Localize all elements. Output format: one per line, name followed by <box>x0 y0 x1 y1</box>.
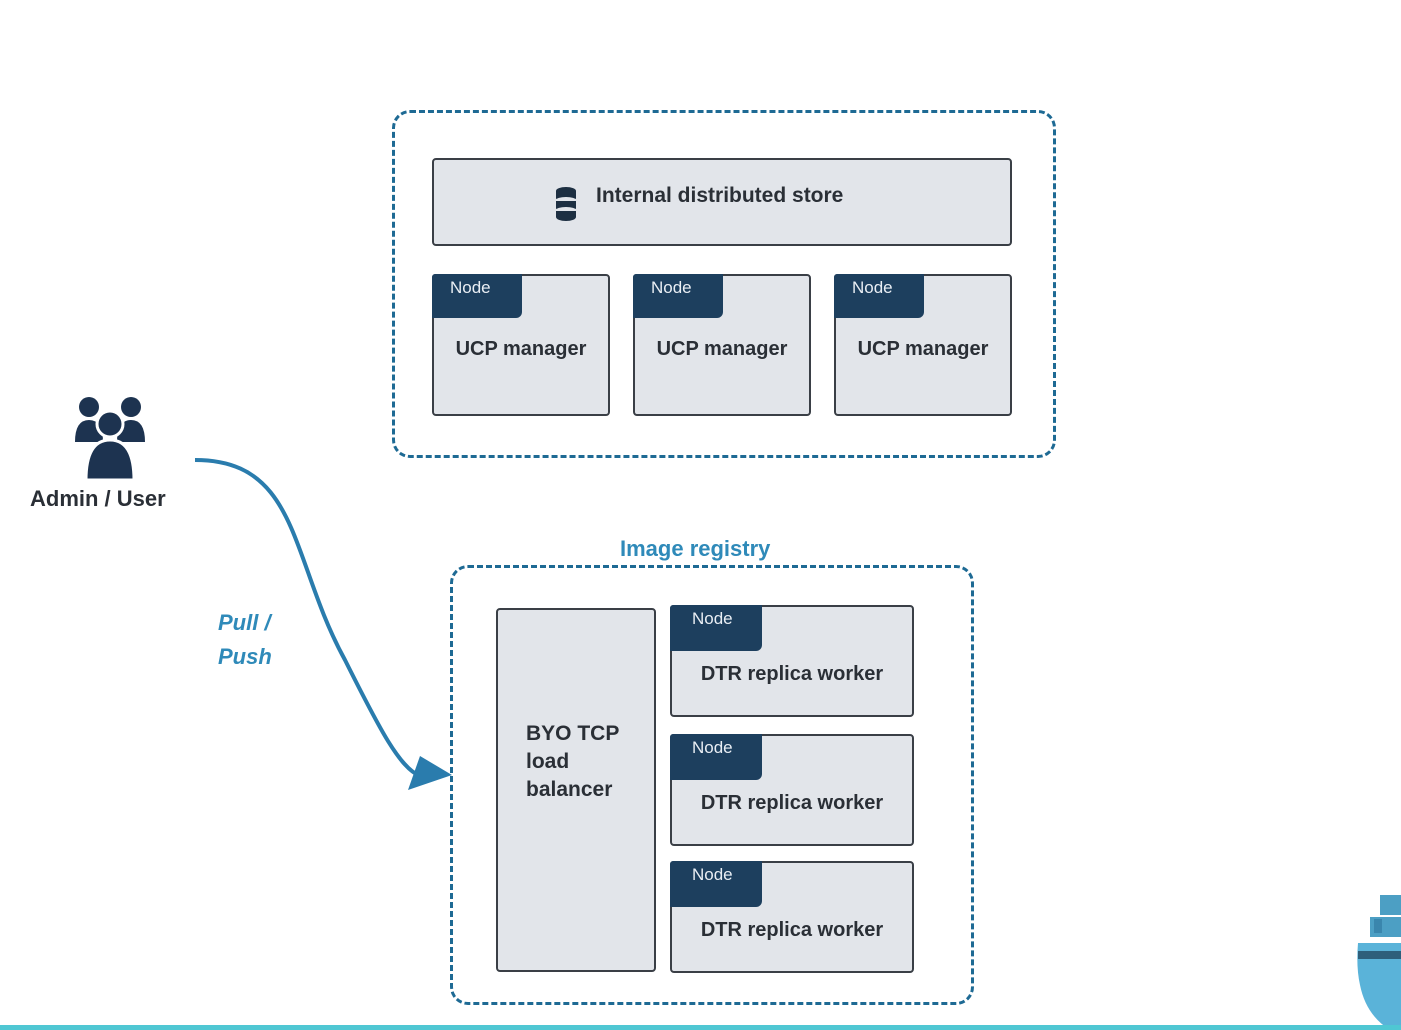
ucp-manager-label: UCP manager <box>455 338 587 360</box>
ucp-manager-label: UCP manager <box>857 338 989 360</box>
admin-user-label: Admin / User <box>30 486 166 511</box>
users-group-icon <box>75 397 145 480</box>
lb-line-2: load <box>526 750 570 773</box>
node-tab: Node <box>670 861 762 907</box>
ucp-manager-node-3: Node UCP manager <box>834 274 1012 416</box>
node-tab: Node <box>633 274 723 318</box>
image-registry-title: Image registry <box>596 536 795 562</box>
lb-line-1: BYO TCP <box>526 722 620 745</box>
ucp-cluster-group <box>392 110 1056 458</box>
store-label: Internal distributed store <box>596 184 844 207</box>
load-balancer-label: BYO TCP load balancer <box>526 720 646 804</box>
dtr-replica-label: DTR replica worker <box>700 792 884 814</box>
internal-store-box: Internal distributed store <box>432 158 1012 246</box>
load-balancer-box: BYO TCP load balancer <box>496 608 656 972</box>
dtr-replica-node-1: Node DTR replica worker <box>670 605 914 717</box>
dtr-replica-label: DTR replica worker <box>700 663 884 685</box>
dtr-replica-label: DTR replica worker <box>700 919 884 941</box>
ucp-manager-node-2: Node UCP manager <box>633 274 811 416</box>
image-registry-group <box>450 565 974 1005</box>
ucp-manager-label: UCP manager <box>656 338 788 360</box>
database-icon <box>556 187 576 221</box>
node-tab: Node <box>432 274 522 318</box>
lb-line-3: balancer <box>526 778 613 801</box>
dtr-replica-node-3: Node DTR replica worker <box>670 861 914 973</box>
pull-label: Pull / <box>218 610 271 635</box>
node-tab: Node <box>834 274 924 318</box>
dtr-replica-node-2: Node DTR replica worker <box>670 734 914 846</box>
ucp-manager-node-1: Node UCP manager <box>432 274 610 416</box>
docker-whale-logo <box>1357 895 1401 1030</box>
node-tab: Node <box>670 605 762 651</box>
bottom-accent-bar <box>0 1025 1401 1030</box>
push-label: Push <box>218 644 272 669</box>
node-tab: Node <box>670 734 762 780</box>
pull-push-label: Pull / Push <box>218 606 272 674</box>
